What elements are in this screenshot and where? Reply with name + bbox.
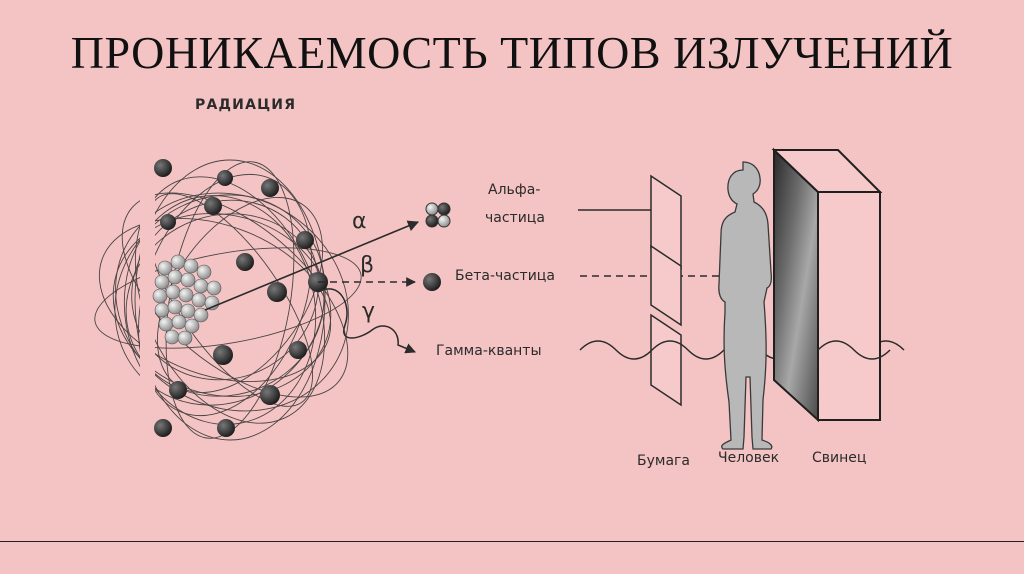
- slide-title: ПРОНИКАЕМОСТЬ ТИПОВ ИЗЛУЧЕНИЙ: [70, 27, 954, 78]
- alpha-label-line1: Альфа-: [488, 182, 540, 198]
- atom-source: [94, 150, 362, 450]
- gamma-label: Гамма-кванты: [436, 343, 542, 359]
- paper-label: Бумага: [637, 453, 690, 469]
- human-figure: [718, 161, 773, 450]
- alpha-particle: [425, 202, 451, 228]
- electrons: [154, 159, 328, 437]
- alpha-ray: [204, 220, 420, 311]
- beta-label: Бета-частица: [455, 268, 555, 284]
- gamma-wave-front: [817, 340, 891, 360]
- gamma-symbol: γ: [362, 299, 375, 324]
- nucleus: [152, 254, 222, 346]
- beta-particle: [423, 273, 441, 291]
- paper-barrier: [650, 174, 682, 407]
- lead-barrier: [771, 147, 883, 423]
- gamma-ray: [317, 288, 416, 354]
- source-label: РАДИАЦИЯ: [195, 97, 296, 113]
- alpha-symbol: α: [352, 209, 367, 234]
- lead-label: Свинец: [812, 450, 866, 466]
- human-label: Человек: [718, 450, 779, 466]
- bottom-divider: [0, 541, 1024, 542]
- beta-symbol: β: [360, 253, 374, 278]
- alpha-label-line2: частица: [485, 210, 545, 226]
